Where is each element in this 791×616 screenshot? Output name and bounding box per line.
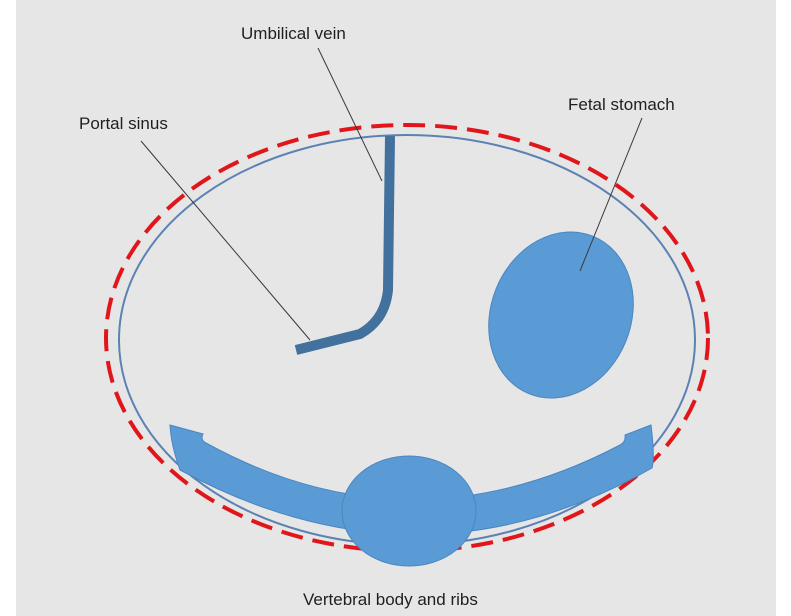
portal-sinus-label: Portal sinus (79, 114, 168, 133)
fetal-stomach-shape (464, 210, 657, 420)
portal-sinus-leader (141, 141, 310, 340)
umbilical-vein-label: Umbilical vein (241, 24, 346, 43)
vertebral-body-and-ribs-label: Vertebral body and ribs (303, 590, 478, 609)
umbilical-vein-leader (318, 48, 382, 181)
fetal-stomach-label: Fetal stomach (568, 95, 675, 114)
vertebral-body (342, 456, 476, 566)
